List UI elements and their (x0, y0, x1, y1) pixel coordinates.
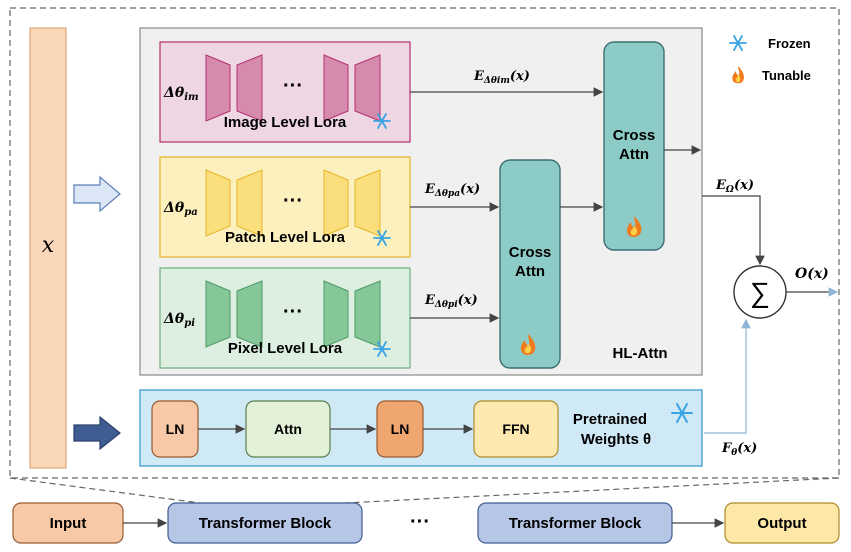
image-lora-decoder-shape (236, 54, 263, 122)
pixel-lora-encoder-shape (205, 280, 231, 348)
patch-lora-encoder-shape (205, 169, 231, 237)
e-omega-label: EΩ(x) (715, 178, 754, 195)
f-theta-label: Fθ(x) (721, 441, 757, 458)
cross-attn-top (603, 41, 665, 251)
image-lora-encoder-shape (205, 54, 231, 122)
ffn-block (473, 400, 559, 458)
pipeline-block2-label: Transformer Block (509, 515, 642, 532)
pixel-lora-decoder-shape (236, 280, 263, 348)
legend-frozen-label: Frozen (768, 36, 811, 51)
pixel-lora-decoder-shape-2 (354, 280, 381, 348)
pipeline-block1-box (167, 502, 363, 544)
cross-attn-bottom-label-2: Attn (515, 263, 545, 280)
patch-lora-output-label: EΔθpa(x) (424, 182, 480, 199)
pretrained-snowflake-icon (671, 403, 693, 423)
outer-dashed-frame (9, 7, 840, 479)
patch-lora-ellipsis: ··· (283, 190, 303, 212)
hl-attn-input-arrow (73, 175, 121, 213)
patch-lora-snowflake-icon (373, 230, 391, 246)
input-column (29, 27, 67, 469)
image-lora-label: Image Level Lora (224, 114, 347, 131)
image-lora-snowflake-icon (373, 113, 391, 129)
cross-attn-bottom-flame-icon (520, 334, 536, 355)
cross-attn-bottom (499, 159, 561, 369)
cross-attn-bottom-label-1: Cross (509, 244, 552, 261)
pixel-lora-snowflake-icon (373, 341, 391, 357)
pixel-lora-param: Δθpi (163, 311, 195, 329)
image-lora-decoder-shape-2 (354, 54, 381, 122)
legend-snowflake-icon (729, 35, 747, 51)
patch-lora-encoder-shape-2 (323, 169, 349, 237)
pixel-lora-ellipsis: ··· (283, 301, 303, 323)
f-theta-to-sum-line (704, 318, 751, 434)
patch-lora-label: Patch Level Lora (225, 229, 346, 246)
zoom-connector-left (9, 477, 201, 504)
o-x-label: O(x) (795, 266, 829, 282)
legend-flame-icon (732, 66, 744, 84)
legend-tunable-label: Tunable (762, 68, 811, 83)
pretrained-input-arrow (73, 415, 121, 451)
pixel-lora-encoder-shape-2 (323, 280, 349, 348)
ln2-label: LN (391, 421, 410, 437)
pipeline-output-label: Output (757, 515, 806, 532)
patch-lora-decoder-shape-2 (354, 169, 381, 237)
image-lora-ellipsis: ··· (283, 75, 303, 97)
pixel-lora-output-label: EΔθpi(x) (424, 293, 478, 310)
patch-lora-param: Δθpa (163, 200, 198, 218)
attn-label: Attn (274, 421, 302, 437)
pretrained-label-1: Pretrained (573, 411, 647, 428)
patch-lora-decoder-shape (236, 169, 263, 237)
image-lora-output-label: EΔθim(x) (473, 69, 530, 86)
cross-attn-top-label-1: Cross (613, 127, 656, 144)
pixel-lora-label: Pixel Level Lora (228, 340, 343, 357)
pipeline-input-label: Input (50, 515, 87, 532)
pipeline-block1-label: Transformer Block (199, 515, 332, 532)
ln1-label: LN (166, 421, 185, 437)
e-omega-to-sum-line (702, 195, 765, 266)
pipeline-output-box (724, 502, 840, 544)
sum-symbol: ∑ (750, 277, 770, 308)
pipeline-ellipsis: ··· (410, 511, 430, 533)
pretrained-label-2: Weights θ (581, 431, 651, 448)
image-lora-encoder-shape-2 (323, 54, 349, 122)
input-symbol: x (42, 233, 55, 258)
hl-attn-label: HL-Attn (613, 345, 668, 362)
cross-attn-top-label-2: Attn (619, 146, 649, 163)
zoom-connector-right (344, 477, 840, 504)
cross-attn-top-flame-icon (626, 216, 642, 237)
ffn-label: FFN (502, 421, 529, 437)
image-lora-param: Δθim (163, 85, 199, 103)
